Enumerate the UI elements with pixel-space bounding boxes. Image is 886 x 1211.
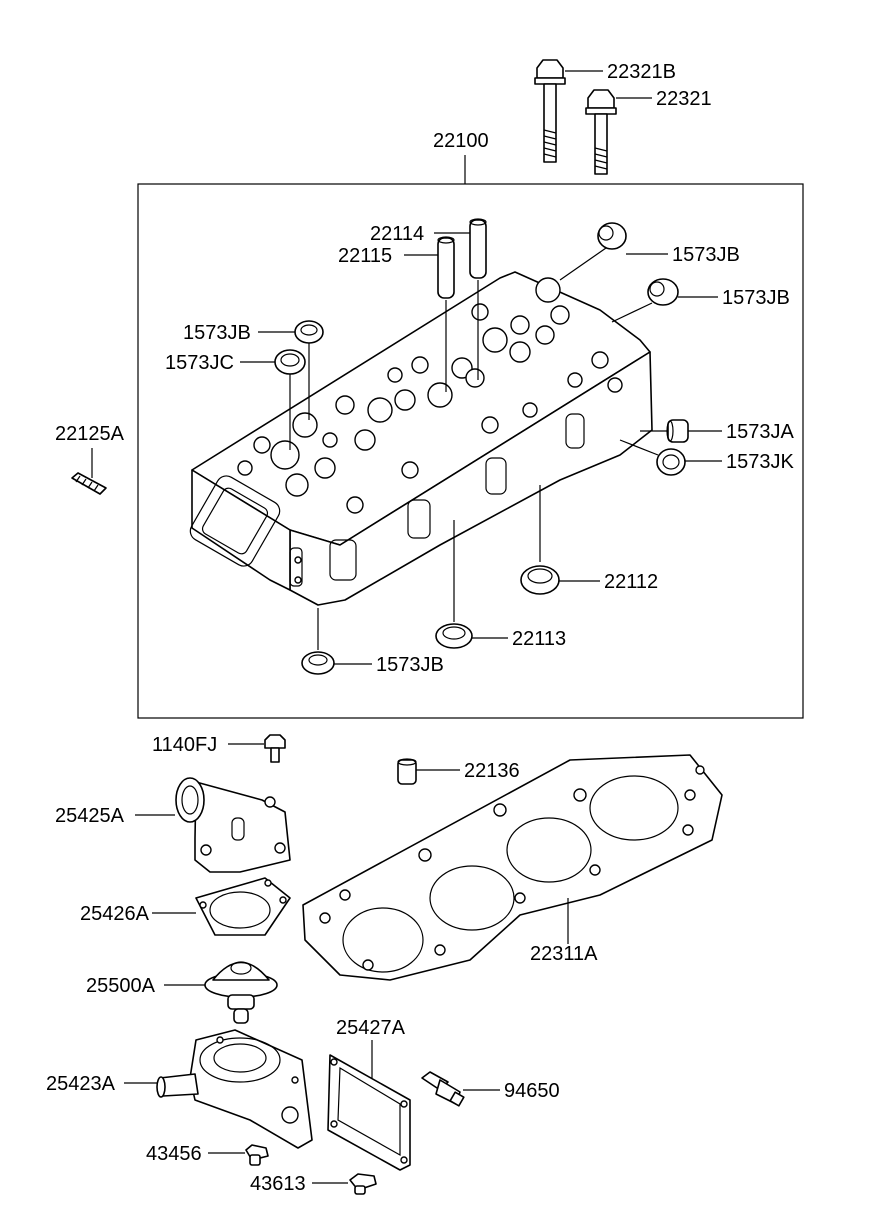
label-22321: 22321 xyxy=(656,88,712,110)
bolt-43456[interactable] xyxy=(245,1144,269,1166)
guide-22115[interactable] xyxy=(437,236,455,299)
gasket-25427a[interactable] xyxy=(327,1054,411,1171)
label-1573jk: 1573JK xyxy=(726,451,794,473)
plug-1573jc[interactable] xyxy=(274,349,306,375)
plug-1573jb-3[interactable] xyxy=(294,320,324,344)
label-22112: 22112 xyxy=(604,571,658,593)
sensor-94650[interactable] xyxy=(421,1071,465,1107)
label-43613: 43613 xyxy=(250,1173,306,1195)
label-25427a: 25427A xyxy=(336,1017,406,1039)
plug-1573jb-1[interactable] xyxy=(597,222,627,250)
bolt-1140fj[interactable] xyxy=(264,734,286,763)
leader-1573jk-b xyxy=(619,439,659,456)
leader-1573jb-2b xyxy=(611,302,653,323)
label-1573jc: 1573JC xyxy=(165,352,234,374)
label-1573jb-2: 1573JB xyxy=(722,287,790,309)
label-25423a: 25423A xyxy=(46,1073,116,1095)
leader-1573jb-1b xyxy=(559,247,607,281)
label-1140fj: 1140FJ xyxy=(152,734,217,756)
label-22125a: 22125A xyxy=(55,423,125,445)
guide-22114[interactable] xyxy=(469,218,487,279)
plug-1573jb-4[interactable] xyxy=(301,651,335,675)
thermostat-25500a[interactable] xyxy=(204,961,278,1024)
label-22311a: 22311A xyxy=(530,943,598,965)
label-22136: 22136 xyxy=(464,760,520,782)
label-25500a: 25500A xyxy=(86,975,156,997)
bolt-22321[interactable] xyxy=(585,89,617,175)
seal-22112[interactable] xyxy=(520,565,560,595)
label-22100: 22100 xyxy=(433,130,489,152)
label-22115: 22115 xyxy=(338,245,392,267)
label-1573ja: 1573JA xyxy=(726,421,794,443)
label-1573jb-3: 1573JB xyxy=(183,322,251,344)
label-94650: 94650 xyxy=(504,1080,560,1102)
cylinder-head[interactable] xyxy=(187,271,653,606)
head-gasket-22311a[interactable] xyxy=(302,754,723,981)
water-outlet-25425a[interactable] xyxy=(175,777,291,873)
label-1573jb-4: 1573JB xyxy=(376,654,444,676)
plug-1573jk[interactable] xyxy=(656,448,686,476)
stud-22125a[interactable] xyxy=(71,472,107,495)
assembly-frame-22100 xyxy=(137,183,804,719)
thermostat-housing-25423a[interactable] xyxy=(156,1029,313,1149)
label-1573jb-1: 1573JB xyxy=(672,244,740,266)
bolt-43613[interactable] xyxy=(349,1173,377,1195)
label-22321b: 22321B xyxy=(607,61,676,83)
gasket-25426a[interactable] xyxy=(195,877,291,936)
label-25426a: 25426A xyxy=(80,903,150,925)
seal-22113[interactable] xyxy=(435,623,473,649)
dowel-22136[interactable] xyxy=(397,758,417,785)
label-22113: 22113 xyxy=(512,628,566,650)
label-25425a: 25425A xyxy=(55,805,125,827)
plug-1573jb-2[interactable] xyxy=(647,278,679,306)
label-43456: 43456 xyxy=(146,1143,202,1165)
plug-1573ja[interactable] xyxy=(666,419,689,443)
bolt-22321b[interactable] xyxy=(534,59,566,163)
label-22114: 22114 xyxy=(370,223,424,245)
